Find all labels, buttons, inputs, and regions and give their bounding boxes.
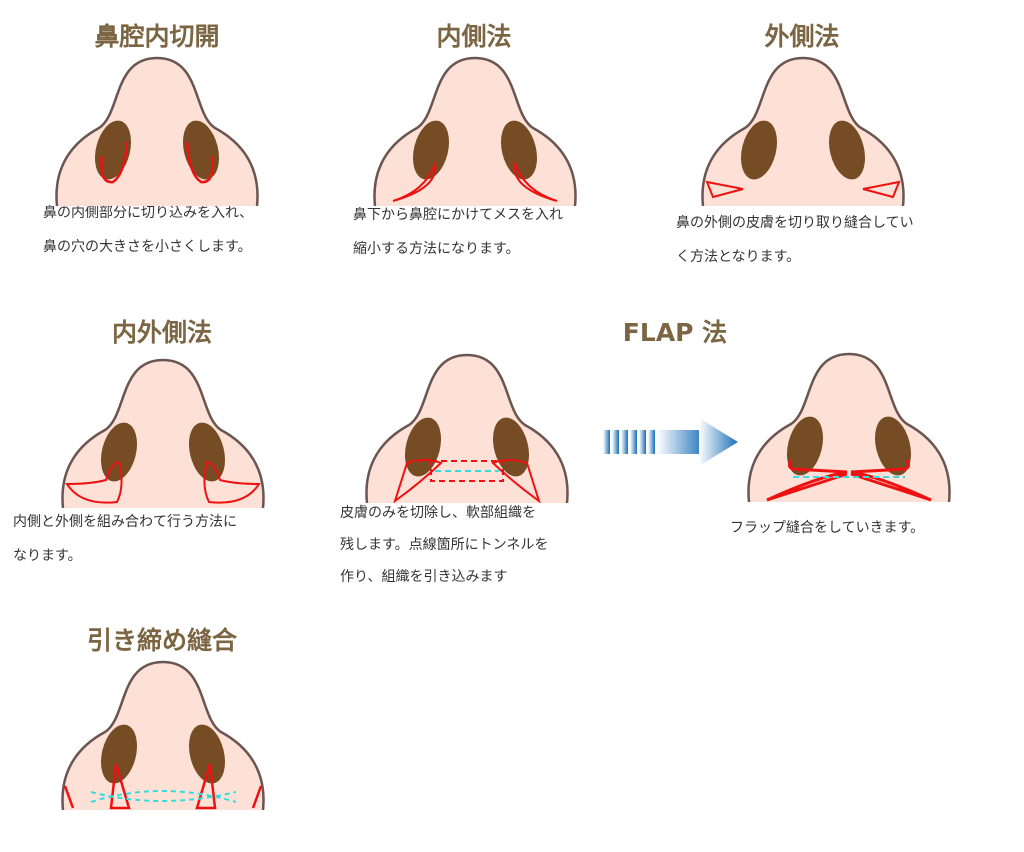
right-nostril [500, 120, 538, 180]
caption-intranasal-incision: 鼻の内側部分に切り込みを入れ、 鼻の穴の大きさを小さくします。 [43, 196, 253, 264]
title-outer-method: 外側法 [764, 22, 840, 51]
caption-line: 皮膚のみを切除し、軟部組織を [340, 505, 536, 521]
caption-line: 残します。点線箇所にトンネルを [340, 537, 549, 553]
right-nostril [874, 416, 912, 476]
nose-outline [61, 660, 265, 810]
nose-skin [748, 354, 950, 502]
caption-line: 鼻の内側部分に切り込みを入れ、 [43, 205, 254, 221]
title-inner-outer-method: 内外側法 [111, 318, 213, 347]
caption-line: なります。 [13, 548, 82, 564]
caption-line: く方法となります。 [676, 249, 801, 265]
nose-outline [373, 56, 577, 206]
caption-line: 鼻の外側の皮膚を切り取り縫合してい [676, 215, 914, 231]
nose-skin [374, 58, 576, 206]
caption-flap-method: 皮膚のみを切除し、軟部組織を 残します。点線箇所にトンネルを 作り、組織を引き込… [340, 497, 548, 593]
left-nostril [100, 724, 138, 784]
nose-skin [56, 58, 258, 206]
incision-lines [65, 460, 261, 504]
left-nostril [740, 120, 778, 180]
nose-skin [702, 58, 904, 206]
right-nostril [188, 724, 226, 784]
nose-diagram-inner-outer-method [61, 358, 265, 508]
left-nostril [100, 422, 138, 482]
caption-line: 鼻下から鼻腔にかけてメスを入れ [353, 207, 563, 223]
nose-outline [365, 353, 569, 503]
incision-lines [100, 141, 214, 184]
nose-diagram-flap-before [365, 353, 569, 503]
nose-skin [62, 360, 264, 508]
title-inner-method: 内側法 [436, 22, 512, 51]
caption-flap-after: フラップ縫合をしていきます。 [730, 511, 924, 545]
nose-outline [747, 352, 951, 502]
nose-diagram-tightening-suture [61, 660, 265, 810]
caption-line: 鼻の穴の大きさを小さくします。 [43, 239, 252, 255]
caption-line: 縮小する方法になります。 [353, 241, 520, 257]
nose-diagram-flap-after [747, 352, 951, 502]
nose-skin [366, 355, 568, 503]
title-flap-method: FLAP 法 [622, 318, 728, 347]
caption-outer-method: 鼻の外側の皮膚を切り取り縫合してい く方法となります。 [676, 206, 914, 274]
right-nostril [188, 422, 226, 482]
nose-outline [701, 56, 905, 206]
incision-lines [705, 180, 901, 199]
left-nostril [412, 120, 450, 180]
caption-inner-method: 鼻下から鼻腔にかけてメスを入れ 縮小する方法になります。 [353, 198, 563, 266]
caption-line: フラップ縫合をしていきます。 [730, 520, 925, 536]
title-tightening-suture: 引き締め縫合 [86, 626, 238, 655]
caption-line: 内側と外側を組み合わて行う方法に [13, 514, 237, 530]
arrow-right-icon [603, 418, 738, 466]
nose-diagram-outer-method [701, 56, 905, 206]
caption-inner-outer-method: 内側と外側を組み合わて行う方法に なります。 [13, 505, 237, 573]
caption-line: 作り、組織を引き込みます [340, 569, 508, 585]
left-nostril [94, 120, 132, 180]
right-nostril [828, 120, 866, 180]
nose-diagram-inner-method [373, 56, 577, 206]
left-nostril [786, 416, 824, 476]
nose-outline [61, 358, 265, 508]
nose-diagram-intranasal-incision [55, 56, 259, 206]
title-intranasal-incision: 鼻腔内切開 [94, 22, 220, 51]
right-nostril [182, 120, 220, 180]
incision-lines [393, 459, 541, 503]
incision-lines [766, 459, 932, 502]
incision-lines [392, 160, 558, 202]
nose-skin [62, 662, 264, 810]
nose-outline [55, 56, 259, 206]
incision-lines [63, 763, 263, 810]
